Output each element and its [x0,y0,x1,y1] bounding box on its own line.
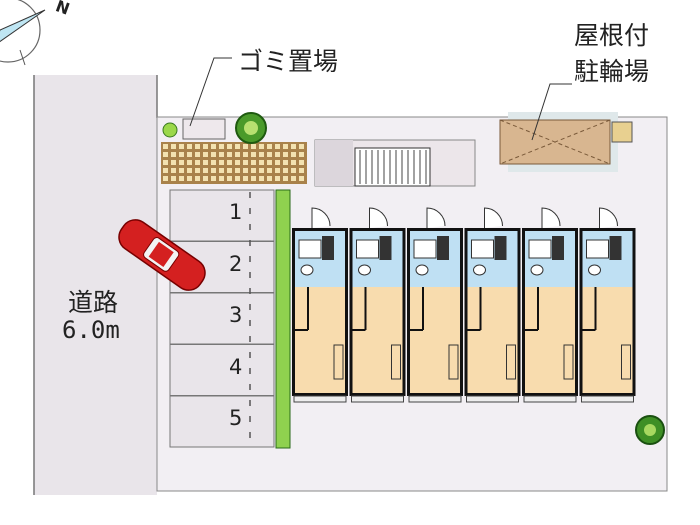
road-width-label: 6.0m [62,316,120,344]
parking-space-number: 3 [229,303,243,327]
parking-space-number: 2 [229,251,243,276]
garbage-area [182,118,226,140]
road-label: 道路 [68,288,119,317]
road [34,75,157,495]
parking-space [169,395,275,448]
apartment-unit [349,207,406,403]
parking-space [169,189,275,242]
parking-space [169,344,275,396]
apartment-unit [407,207,463,403]
hedge [275,189,291,449]
car-icon [118,219,206,291]
garbage-area-label: ゴミ置場 [238,47,339,76]
parking-space-number: 4 [229,354,243,379]
apartment-unit [579,207,636,403]
apartment-unit [292,207,348,403]
apartment-unit [464,207,521,403]
parking-space-number: 5 [229,406,243,430]
staircase [354,147,431,187]
shrub-icon [162,122,178,138]
bike-parking-label-line1: 屋根付 [574,21,650,50]
wood-deck [161,142,307,184]
apartment-unit [522,207,578,403]
bike-parking-label-line2: 駐輪場 [574,57,650,86]
parking-space-number: 1 [229,200,243,224]
compass-icon [0,0,46,66]
parking-space [169,292,275,345]
